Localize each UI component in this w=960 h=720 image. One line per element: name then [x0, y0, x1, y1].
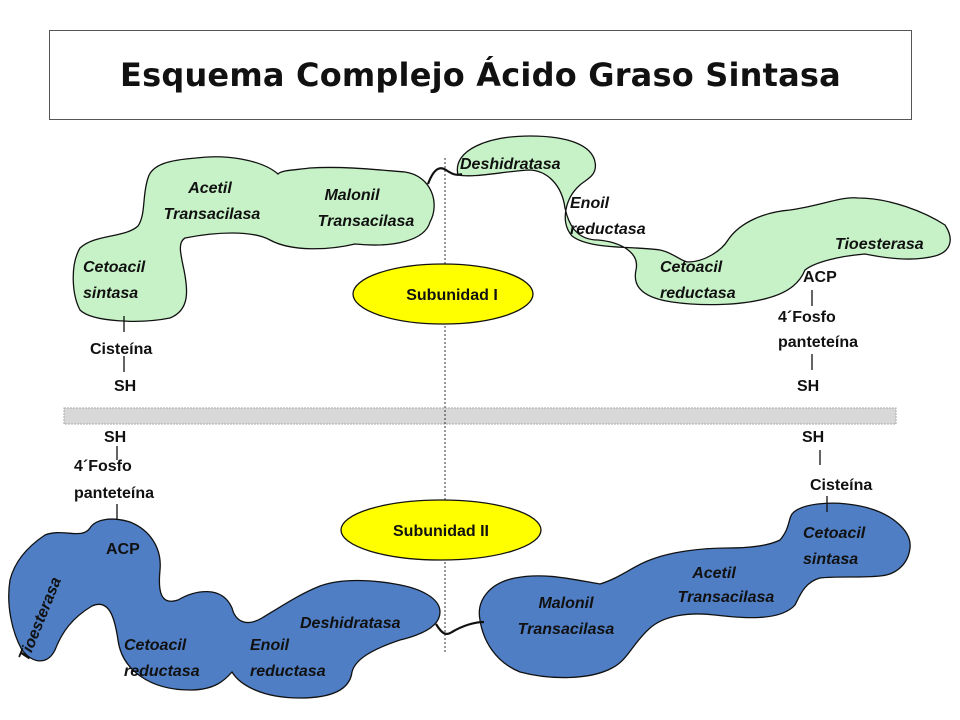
subunit-ii-enoil-label-2: reductasa [250, 663, 326, 680]
subunit-ii-right-domain [478, 502, 911, 679]
subunit-ii-acetil-label: Acetil [691, 565, 736, 582]
membrane-band [63, 407, 897, 425]
subunit-i-left-sh-label: SH [114, 378, 136, 395]
subunit-i-enoil-label: Enoil [570, 195, 610, 212]
subunit-ii-linker [435, 620, 485, 635]
subunit-ii-right-chain-shape [478, 502, 911, 679]
subunit-i-tioesterasa-label: Tioesterasa [835, 236, 924, 253]
subunit-i-left-domain [72, 156, 435, 322]
subunit-ii-right-sh-label: SH [802, 429, 824, 446]
subunit-i-malonil-label-2: Transacilasa [318, 213, 415, 230]
subunit-i-enoil-label-2: reductasa [570, 221, 646, 238]
subunit-ii-left-domain [8, 518, 441, 699]
subunit-ii-left-sh-label: SH [104, 429, 126, 446]
subunit-ii-fosfo-label: 4´Fosfo [74, 458, 132, 475]
subunit-i-deshidratasa-label: Deshidratasa [460, 156, 561, 173]
subunit-i-linker [426, 167, 463, 185]
subunit-ii-deshidratasa-label: Deshidratasa [300, 615, 401, 632]
subunit-i-malonil-label: Malonil [324, 187, 380, 204]
subunit-ii-label: Subunidad II [393, 523, 489, 540]
subunit-ii-cetoacil-reductasa-label-2: reductasa [124, 663, 200, 680]
subunit-ii-left-chain-shape [8, 518, 441, 699]
subunit-i-ellipse [352, 263, 534, 325]
subunit-i-cetoacil-reductasa-label: Cetoacil [660, 259, 723, 276]
subunit-i-left-chain-shape [72, 156, 435, 322]
subunit-ii-cetoacil-sintasa-label-2: sintasa [803, 551, 858, 568]
subunit-i-cisteina-label: Cisteína [90, 341, 152, 358]
subunit-ii-acp-label: ACP [106, 541, 140, 558]
subunit-ii-acetil-label-2: Transacilasa [678, 589, 775, 606]
subunit-i-right-sh-label: SH [797, 378, 819, 395]
subunit-i-fosfo-label: 4´Fosfo [778, 309, 836, 326]
subunit-i-right-domain [456, 135, 951, 306]
subunit-i-acetil-label-2: Transacilasa [164, 206, 261, 223]
subunit-i-cetoacil-reductasa-label-2: reductasa [660, 285, 736, 302]
subunit-i-fosfo-label-2: panteteína [778, 334, 858, 351]
subunit-i-label: Subunidad I [406, 287, 498, 304]
page-title: Esquema Complejo Ácido Graso Sintasa [120, 56, 841, 94]
subunit-i-acp-label: ACP [803, 269, 837, 286]
subunit-i-right-chain-shape [456, 135, 951, 306]
title-box: Esquema Complejo Ácido Graso Sintasa [49, 30, 912, 120]
subunit-ii-malonil-label-2: Transacilasa [518, 621, 615, 638]
subunit-i-cetoacil-sintasa-label: Cetoacil [83, 259, 146, 276]
subunit-ii-cetoacil-reductasa-label: Cetoacil [124, 637, 187, 654]
subunit-ii-cetoacil-sintasa-label: Cetoacil [803, 525, 866, 542]
subunit-ii-ellipse [340, 499, 542, 561]
subunit-ii-malonil-label: Malonil [538, 595, 594, 612]
subunit-ii-fosfo-label-2: panteteína [74, 485, 154, 502]
subunit-i-cetoacil-sintasa-label-2: sintasa [83, 285, 138, 302]
subunit-ii-cisteina-label: Cisteína [810, 477, 872, 494]
subunit-i-acetil-label: Acetil [187, 180, 232, 197]
subunit-ii-enoil-label: Enoil [250, 637, 290, 654]
